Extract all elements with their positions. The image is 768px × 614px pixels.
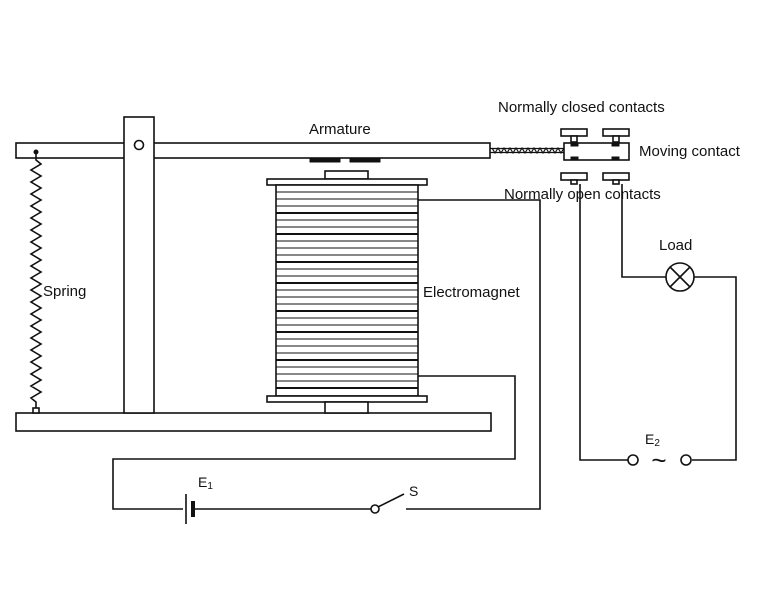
label-spring: Spring: [43, 283, 86, 300]
switch-s: [370, 493, 405, 514]
label-electromagnet: Electromagnet: [423, 284, 521, 301]
label-e1: E1: [198, 474, 213, 492]
battery-e1-icon: [185, 494, 195, 524]
pivot-post: [123, 116, 155, 414]
ac-symbol: ~: [651, 445, 666, 475]
label-e2: E2: [645, 431, 660, 449]
pivot-pin: [133, 139, 145, 151]
label-moving-contact: Moving contact: [639, 143, 741, 160]
label-e2-letter: E: [645, 431, 654, 447]
electromagnet: [266, 170, 428, 414]
label-e1-sub: 1: [207, 481, 213, 492]
spring: [29, 149, 43, 414]
coil-circuit: [112, 199, 541, 510]
moving-contact: [563, 142, 630, 161]
label-switch: S: [409, 483, 418, 499]
label-e1-letter: E: [198, 474, 207, 490]
load-lamp-icon: [665, 262, 695, 292]
label-normally-open: Normally open contacts: [504, 186, 661, 203]
base-plate: [15, 412, 492, 432]
label-e2-sub: 2: [654, 438, 660, 449]
armature-bar: [15, 142, 491, 159]
e2-terminal-left: [627, 454, 639, 466]
label-normally-closed: Normally closed contacts: [498, 99, 665, 116]
label-load: Load: [659, 237, 692, 254]
e2-terminal-right: [680, 454, 692, 466]
load-circuit: [579, 184, 737, 461]
armature-pad-left: [309, 157, 341, 163]
armature-pad-right: [349, 157, 381, 163]
normally-closed-contacts: [560, 128, 630, 143]
label-armature: Armature: [309, 121, 371, 138]
normally-open-contacts: [560, 172, 630, 185]
armature-linkage: [490, 146, 565, 155]
